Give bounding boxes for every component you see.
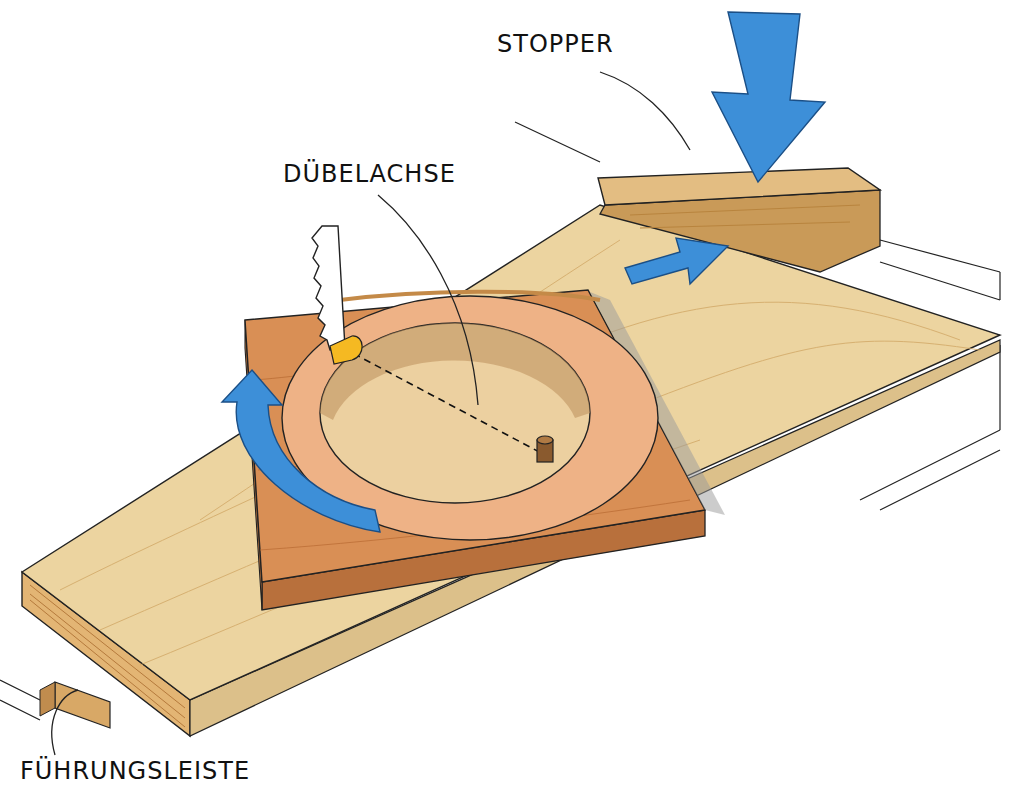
blade-guide xyxy=(330,336,362,364)
part-label: FÜHRUNGSLEISTE xyxy=(20,757,250,785)
table-edge xyxy=(860,430,1000,500)
workpiece-top xyxy=(245,290,705,582)
board-top-face xyxy=(22,205,1000,700)
grain-line xyxy=(630,205,860,228)
saw-blade xyxy=(312,226,345,350)
rotation-arrow xyxy=(222,370,380,532)
guide-rail xyxy=(55,682,110,728)
part-label: DÜBELACHSE xyxy=(283,160,456,188)
table-edge xyxy=(515,122,600,162)
leader-lines xyxy=(52,72,690,755)
dowel xyxy=(537,436,553,462)
table-edge xyxy=(880,450,1000,510)
table-edge xyxy=(880,262,1000,300)
hole-wall xyxy=(320,323,590,420)
ring-hole xyxy=(320,323,590,503)
guide-rail-lines xyxy=(0,680,40,720)
dowel-axis-line xyxy=(343,348,545,455)
leader-line xyxy=(600,72,690,150)
leader-line xyxy=(378,195,478,405)
dowel-top xyxy=(537,436,553,444)
table-edge xyxy=(999,272,1000,300)
part-label: STOPPER xyxy=(497,30,614,58)
ring-kerf xyxy=(340,292,600,300)
guide-rail-end xyxy=(40,682,55,716)
stopper-top xyxy=(598,168,880,205)
stopper-grain xyxy=(630,205,860,228)
board-grain xyxy=(60,240,980,665)
feed-arrow xyxy=(625,238,728,284)
table-edge xyxy=(999,345,1000,430)
pressure-arrow xyxy=(712,12,825,182)
leader-line xyxy=(52,690,78,755)
